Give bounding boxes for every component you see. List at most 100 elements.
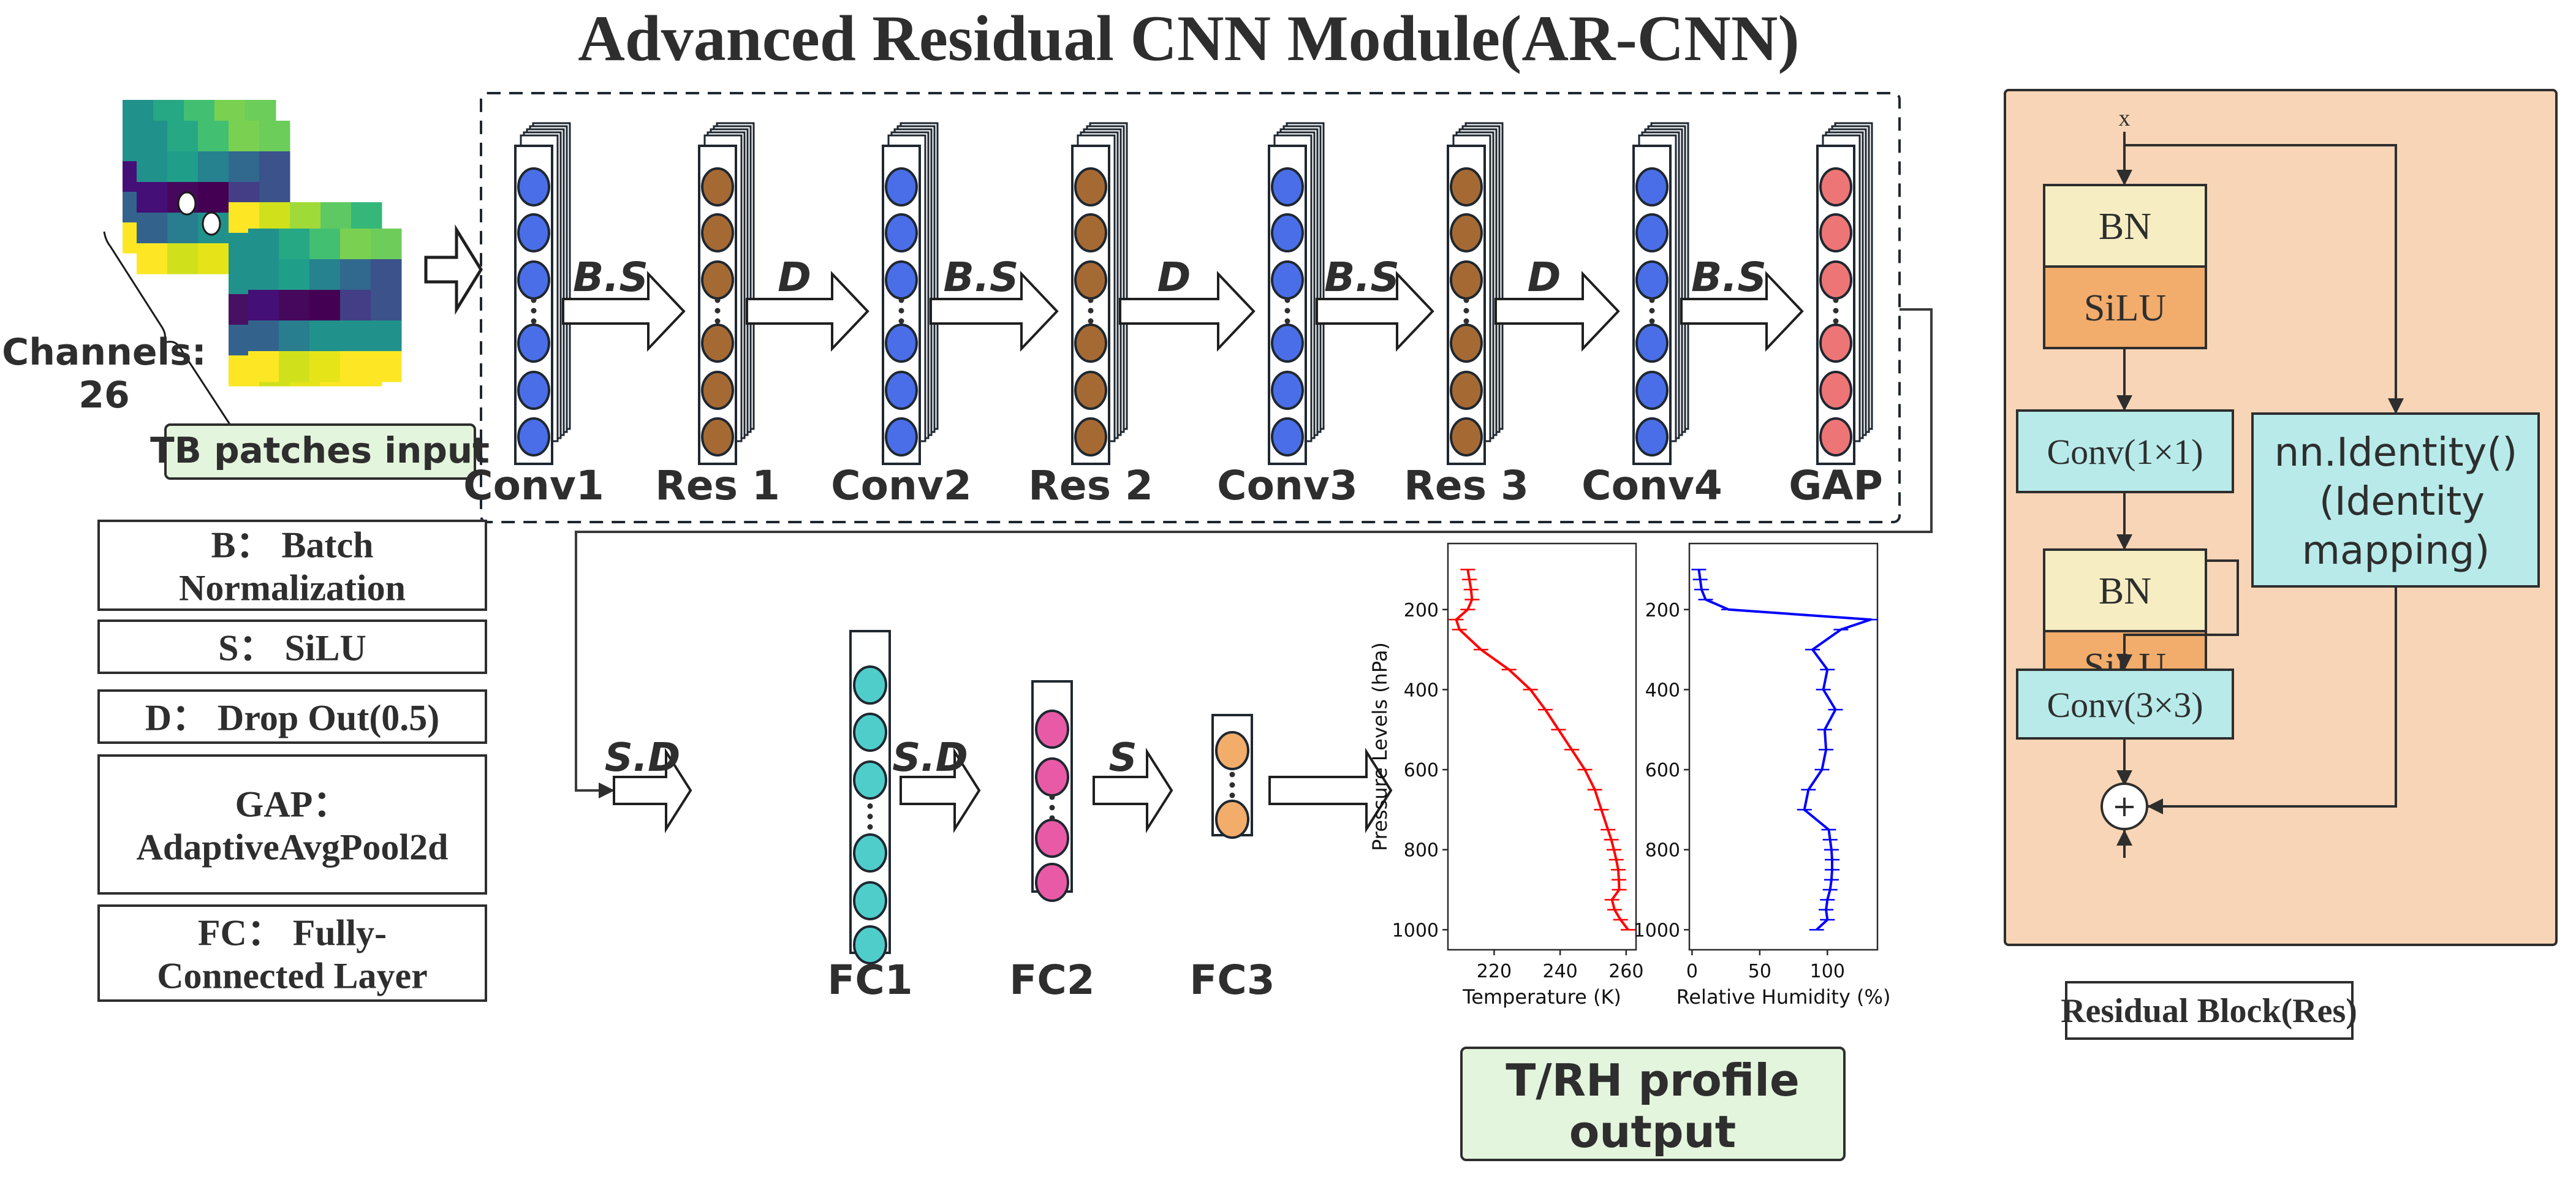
layer-conv3: Conv3 bbox=[1217, 122, 1358, 509]
y-tick-label: 200 bbox=[1404, 600, 1439, 621]
neuron-node bbox=[885, 260, 918, 300]
patch-cell bbox=[351, 202, 382, 233]
plot-frame bbox=[1688, 542, 1879, 951]
neuron-node bbox=[1271, 167, 1304, 206]
layer-label: Conv3 bbox=[1217, 462, 1358, 509]
neuron-node bbox=[1819, 417, 1852, 457]
diagram-title: Advanced Residual CNN Module(AR-CNN) bbox=[578, 2, 1799, 74]
legend-box bbox=[97, 689, 487, 744]
bn1-box bbox=[2043, 184, 2207, 268]
patch-cell bbox=[340, 290, 371, 321]
tb-patches-input bbox=[103, 100, 402, 440]
neuron-node bbox=[1635, 417, 1669, 457]
ellipsis-dot bbox=[1229, 771, 1235, 778]
layer-conv4: Conv4 bbox=[1582, 122, 1722, 509]
bn2-label: BN bbox=[2099, 570, 2151, 612]
ellipsis-dot bbox=[1229, 792, 1235, 798]
flow-identity-to-sum bbox=[2147, 586, 2397, 814]
patch-cell bbox=[340, 351, 371, 382]
neuron-node bbox=[1271, 324, 1304, 363]
patch-cell bbox=[371, 351, 402, 382]
neuron-node bbox=[1035, 757, 1069, 797]
operation-label: B.S bbox=[573, 254, 648, 301]
patch-cell bbox=[137, 213, 168, 244]
legend-item: GAP：AdaptiveAvgPool2d bbox=[97, 754, 487, 895]
patch-cell bbox=[167, 151, 199, 183]
ellipsis-dot bbox=[1649, 318, 1655, 324]
layer-gap: GAP bbox=[1789, 122, 1883, 509]
patch-cell bbox=[259, 151, 290, 183]
output-caption-box bbox=[1460, 1047, 1846, 1161]
patch-cell bbox=[137, 121, 168, 152]
layer-fc2: FC2 bbox=[1009, 680, 1095, 1004]
ellipsis-dot bbox=[1833, 297, 1839, 303]
ellipsis-dot bbox=[1649, 297, 1655, 303]
block-arrow bbox=[613, 748, 692, 833]
legend-box bbox=[97, 619, 487, 674]
patch-cell bbox=[198, 243, 229, 275]
patch-cell bbox=[167, 243, 199, 275]
neuron-node bbox=[853, 713, 887, 752]
bn2-box bbox=[2043, 548, 2207, 632]
ellipsis-dot bbox=[531, 308, 537, 314]
neuron-node bbox=[701, 167, 734, 206]
ellipsis-dot bbox=[531, 318, 537, 324]
patch-cell bbox=[198, 121, 229, 152]
conv1x1-box bbox=[2016, 409, 2234, 493]
neuron-node bbox=[853, 881, 887, 920]
patch-cell bbox=[279, 351, 310, 382]
ellipsis-dot bbox=[1049, 794, 1055, 800]
neuron-node bbox=[1035, 710, 1069, 749]
patch-cell bbox=[371, 259, 402, 290]
bn1-label: BN bbox=[2099, 206, 2151, 248]
neuron-node bbox=[701, 213, 734, 252]
input-caption-box bbox=[164, 423, 476, 480]
y-tick-label: 1000 bbox=[1392, 920, 1439, 941]
channels-value: 26 bbox=[78, 374, 130, 417]
ellipsis-dot bbox=[177, 191, 197, 216]
neuron-node bbox=[1271, 417, 1304, 457]
patch-cell bbox=[137, 182, 168, 213]
neuron-node bbox=[1635, 260, 1669, 300]
legend-item: FC： Fully-Connected Layer bbox=[97, 904, 487, 1002]
conv3x3-label: Conv(3×3) bbox=[2047, 685, 2203, 725]
y-tick-label: 800 bbox=[1404, 840, 1439, 862]
x-tick-label: 260 bbox=[1608, 961, 1643, 982]
residual-block-caption: Residual Block(Res) bbox=[2061, 992, 2357, 1030]
patch-cell bbox=[248, 259, 279, 290]
residual-block-caption-box bbox=[2065, 981, 2354, 1040]
operation-label: B.S bbox=[944, 254, 1019, 301]
neuron-node bbox=[885, 417, 918, 457]
patch-cell bbox=[248, 290, 279, 321]
neuron-node bbox=[885, 371, 918, 410]
ellipsis-dot bbox=[714, 318, 721, 324]
x-axis-label: Temperature (K) bbox=[1462, 985, 1621, 1009]
operation-arrow: D bbox=[1119, 254, 1256, 352]
x-tick-label: 50 bbox=[1748, 961, 1771, 982]
legend-box bbox=[97, 904, 487, 1002]
operation-arrow: D bbox=[746, 254, 869, 352]
x-axis-label: Relative Humidity (%) bbox=[1676, 985, 1891, 1009]
ellipsis-dot bbox=[1463, 308, 1469, 314]
neuron-node bbox=[1271, 260, 1304, 300]
layer-label: FC1 bbox=[827, 957, 912, 1004]
ellipsis-dot bbox=[1649, 308, 1655, 314]
operation-arrow: B.S bbox=[1680, 254, 1804, 352]
neuron-node bbox=[1819, 260, 1852, 300]
ellipsis-dot bbox=[867, 824, 873, 830]
operation-arrow: D bbox=[1494, 254, 1620, 352]
block-arrow bbox=[1268, 748, 1393, 833]
ellipsis-dot bbox=[867, 803, 873, 809]
legend-box bbox=[97, 520, 487, 611]
patch-cell bbox=[167, 121, 199, 152]
patch-cell bbox=[340, 320, 371, 352]
neuron-node bbox=[1450, 213, 1483, 252]
conv3x3-box bbox=[2016, 669, 2234, 740]
y-tick-label: 400 bbox=[1404, 680, 1439, 701]
legend-text: FC： Fully- bbox=[198, 913, 387, 953]
operation-arrow: B.S bbox=[1316, 254, 1434, 352]
patch-cell bbox=[371, 290, 402, 321]
neuron-node bbox=[1035, 819, 1069, 858]
